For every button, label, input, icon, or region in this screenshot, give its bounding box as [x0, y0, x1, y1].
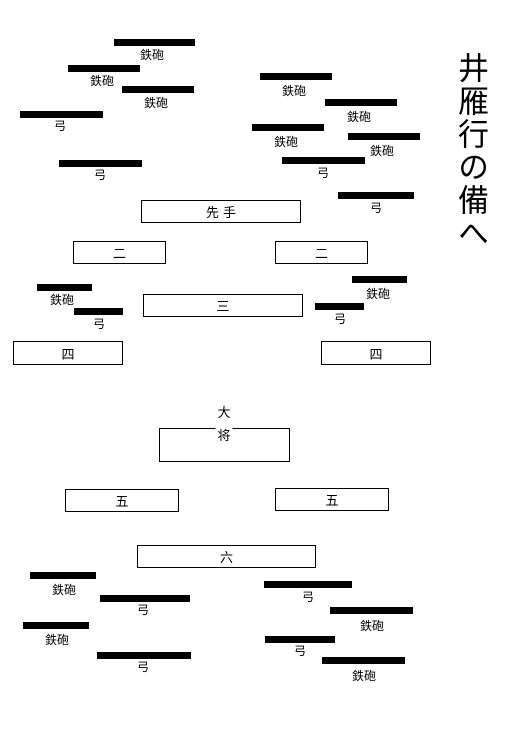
teppo-label: 鉄砲: [359, 619, 385, 633]
unit-bar: [97, 652, 191, 659]
ni-box-right: 二: [275, 241, 368, 264]
unit-bar: [348, 133, 420, 140]
unit-bar: [330, 607, 413, 614]
shi-label: 四: [61, 347, 75, 363]
yumi-label: 弓: [369, 201, 383, 215]
go-box-left: 五: [65, 489, 179, 512]
taisho-bottom-label: 将: [215, 425, 233, 444]
san-box: 三: [143, 294, 303, 317]
unit-bar: [122, 86, 194, 93]
go-box-right: 五: [275, 488, 389, 511]
unit-bar: [260, 73, 332, 80]
teppo-label: 鉄砲: [369, 144, 395, 158]
unit-bar: [282, 157, 365, 164]
unit-bar: [100, 595, 190, 602]
roku-label: 六: [219, 551, 233, 566]
yumi-label: 弓: [333, 312, 347, 326]
yumi-label: 弓: [293, 644, 307, 658]
ni-label: 二: [112, 247, 126, 262]
yumi-label: 弓: [301, 590, 315, 604]
unit-bar: [30, 572, 96, 579]
teppo-label: 鉄砲: [273, 135, 299, 149]
unit-bar: [252, 124, 324, 131]
sente-label: 先 手: [205, 206, 237, 221]
shi-box-left: 四: [13, 341, 123, 365]
ni-label: 二: [314, 247, 328, 262]
unit-bar: [265, 636, 335, 643]
sente-box: 先 手: [141, 200, 301, 223]
teppo-label: 鉄砲: [281, 84, 307, 98]
unit-bar: [338, 192, 414, 199]
unit-bar: [37, 284, 92, 291]
yumi-label: 弓: [93, 168, 107, 182]
unit-bar: [23, 622, 89, 629]
teppo-label: 鉄砲: [139, 48, 165, 62]
shi-box-right: 四: [321, 341, 431, 365]
teppo-label: 鉄砲: [351, 669, 377, 683]
yumi-label: 弓: [136, 660, 150, 674]
teppo-label: 鉄砲: [89, 74, 115, 88]
teppo-label: 鉄砲: [51, 583, 77, 597]
teppo-label: 鉄砲: [44, 633, 70, 647]
unit-bar: [322, 657, 405, 664]
go-label: 五: [325, 494, 339, 509]
unit-bar: [315, 303, 364, 310]
yumi-label: 弓: [316, 166, 330, 180]
diagram-title: 井雁行の備へ: [452, 52, 488, 250]
ni-box-left: 二: [73, 241, 166, 264]
unit-bar: [59, 160, 142, 167]
yumi-label: 弓: [92, 317, 106, 331]
yumi-label: 弓: [136, 603, 150, 617]
san-label: 三: [216, 300, 230, 315]
unit-bar: [352, 276, 407, 283]
unit-bar: [68, 65, 140, 72]
yumi-label: 弓: [53, 119, 67, 133]
go-label: 五: [115, 495, 129, 510]
teppo-label: 鉄砲: [143, 96, 169, 110]
unit-bar: [74, 308, 123, 315]
unit-bar: [114, 39, 195, 46]
roku-box: 六: [137, 545, 316, 568]
unit-bar: [325, 99, 397, 106]
shi-label: 四: [369, 347, 383, 363]
unit-bar: [20, 111, 103, 118]
teppo-label: 鉄砲: [49, 293, 75, 307]
teppo-label: 鉄砲: [365, 287, 391, 301]
unit-bar: [264, 581, 352, 588]
taisho-top-label: 大: [217, 406, 231, 421]
teppo-label: 鉄砲: [346, 110, 372, 124]
